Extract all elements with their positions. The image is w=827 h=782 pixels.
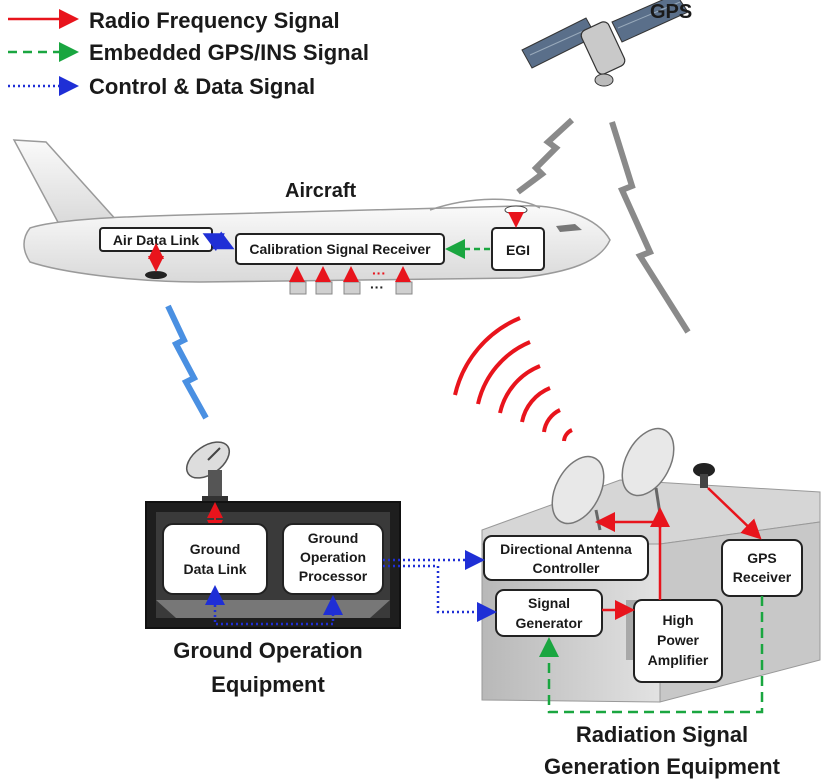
gps-antenna-icon — [693, 463, 715, 488]
air-data-link-label: Air Data Link — [113, 232, 200, 248]
ground-op-proc-label-3: Processor — [299, 568, 368, 584]
egi-label: EGI — [506, 242, 530, 258]
ground-data-link-label-1: Ground — [190, 541, 241, 557]
radiation-label-1: Radiation Signal — [576, 722, 748, 747]
lightning-to-gps-receiver — [609, 121, 691, 334]
ground-equipment-label-2: Equipment — [211, 672, 325, 697]
hpa-label-1: High — [662, 612, 693, 628]
gps-antenna-to-receiver-arrow — [707, 487, 762, 540]
dir-ant-label-2: Controller — [533, 560, 600, 576]
gps-satellite-icon — [521, 0, 689, 87]
calibration-receiver-box — [235, 233, 445, 265]
ground-internal-control-link — [205, 585, 343, 626]
high-power-amplifier-box — [633, 599, 723, 683]
legend: Radio Frequency Signal Embedded GPS/INS … — [8, 8, 369, 99]
legend-rf-label: Radio Frequency Signal — [89, 8, 340, 33]
hpa-label-2: Power — [657, 632, 700, 648]
gps-receiver-box — [721, 539, 803, 597]
ellipsis-black: ··· — [370, 279, 384, 295]
calibration-receiver-label: Calibration Signal Receiver — [249, 241, 431, 257]
dir-ant-label-1: Directional Antenna — [500, 541, 632, 557]
lightning-data-link — [165, 304, 209, 420]
signal-generator-label-1: Signal — [528, 595, 570, 611]
gps-receiver-label-1: GPS — [747, 550, 777, 566]
signal-generator-label-2: Generator — [516, 615, 583, 631]
ellipsis-red: ··· — [372, 265, 386, 281]
ground-op-proc-label-1: Ground — [308, 530, 359, 546]
ground-data-link-box — [162, 523, 268, 595]
gps-to-siggen-green-loop — [539, 596, 764, 714]
ground-equipment-label-1: Ground Operation — [173, 638, 362, 663]
ground-op-proc-label-2: Operation — [300, 549, 366, 565]
legend-gps-ins-label: Embedded GPS/INS Signal — [89, 40, 369, 65]
hpa-label-3: Amplifier — [648, 652, 709, 668]
ground-dish-antenna-icon — [186, 441, 230, 504]
directional-dish-icon — [551, 427, 675, 531]
lightning-to-aircraft — [516, 117, 575, 195]
legend-control-label: Control & Data Signal — [89, 74, 315, 99]
aircraft-label: Aircraft — [285, 180, 356, 202]
rf-wave-icon — [453, 316, 573, 442]
gps-receiver-label-2: Receiver — [733, 569, 792, 585]
gps-label: GPS — [650, 1, 692, 23]
egi-box — [491, 227, 545, 271]
ground-data-link-label-2: Data Link — [183, 561, 246, 577]
radiation-label-2: Generation Equipment — [544, 754, 781, 779]
